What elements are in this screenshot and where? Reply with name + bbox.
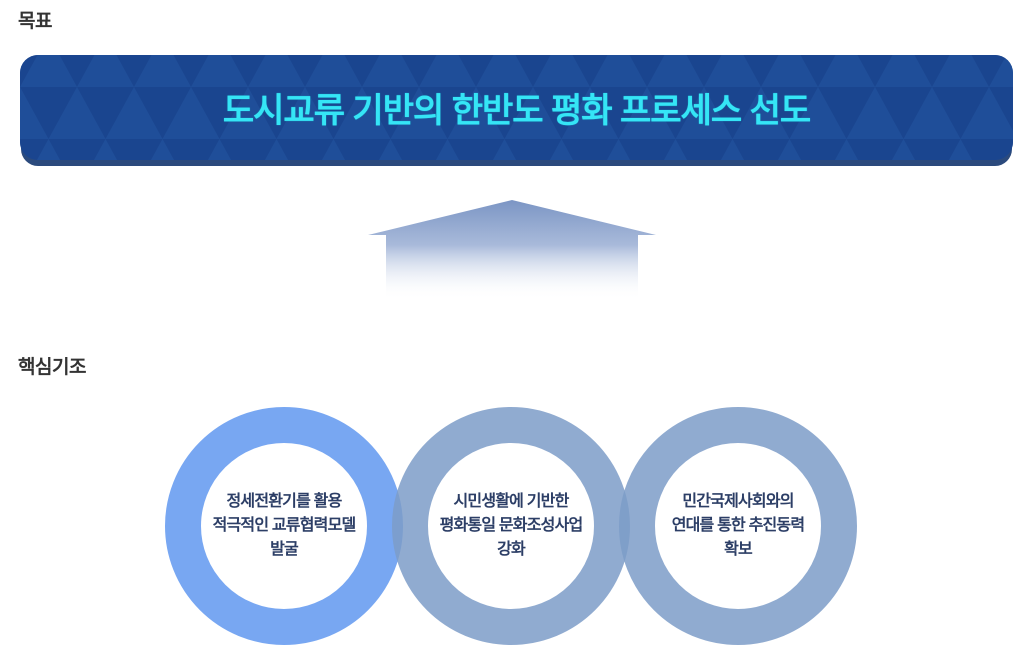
up-arrow-icon — [368, 200, 656, 300]
keynote-circle-3-text: 민간국제사회와의 연대를 통한 추진동력 확보 — [638, 490, 838, 562]
keynote-circle-1-text: 정세전환기를 활용 적극적인 교류협력모델 발굴 — [184, 490, 384, 562]
circle-text-line: 적극적인 교류협력모델 — [212, 517, 357, 534]
goal-banner-title: 도시교류 기반의 한반도 평화 프로세스 선도 — [222, 92, 811, 130]
keynote-circle-2-text: 시민생활에 기반한 평화통일 문화조성사업 강화 — [411, 490, 611, 562]
banner-triangle-pattern — [20, 55, 1013, 160]
circle-text-line: 시민생활에 기반한 — [453, 493, 569, 510]
circle-text-line: 평화통일 문화조성사업 — [439, 517, 584, 534]
circle-text-line: 강화 — [497, 541, 526, 558]
keynote-circle-3: 민간국제사회와의 연대를 통한 추진동력 확보 — [619, 407, 857, 645]
circle-text-line: 발굴 — [270, 541, 299, 558]
keynote-section-label: 핵심기조 — [18, 357, 86, 378]
circle-text-line: 정세전환기를 활용 — [226, 493, 342, 510]
circle-text-line: 민간국제사회와의 — [682, 493, 794, 510]
circle-text-line: 연대를 통한 추진동력 — [671, 517, 805, 534]
goal-section-label: 목표 — [18, 11, 52, 32]
circle-text-line: 확보 — [724, 541, 753, 558]
goal-banner: 도시교류 기반의 한반도 평화 프로세스 선도 — [20, 55, 1013, 160]
keynote-circle-2: 시민생활에 기반한 평화통일 문화조성사업 강화 — [392, 407, 630, 645]
keynote-circle-1: 정세전환기를 활용 적극적인 교류협력모델 발굴 — [165, 407, 403, 645]
